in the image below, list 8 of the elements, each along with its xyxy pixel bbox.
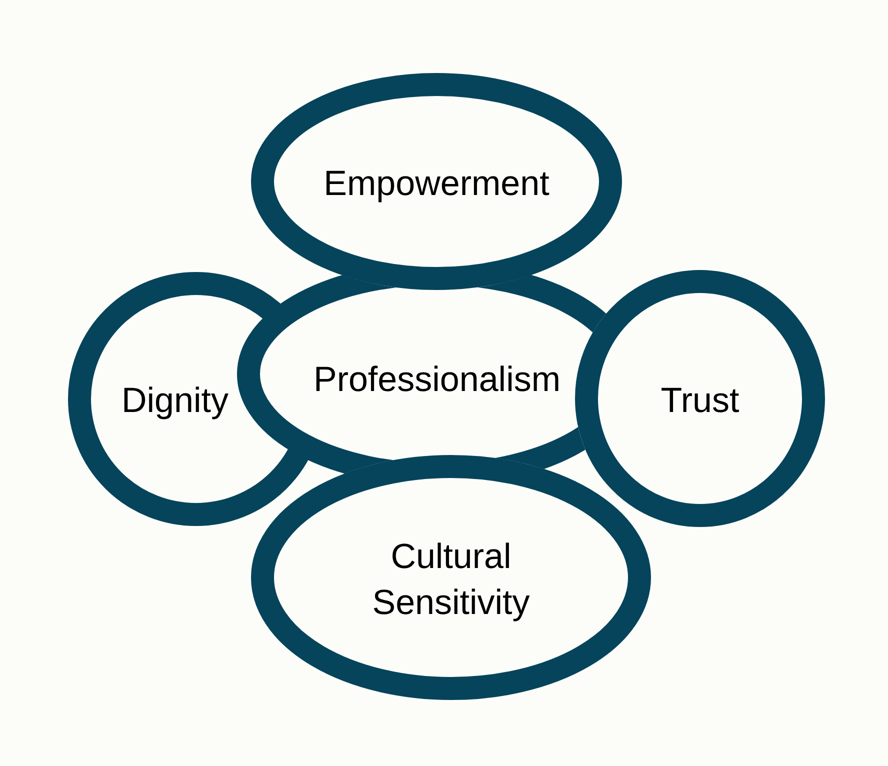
concept-ellipse <box>251 455 651 700</box>
concept-label: Professionalism <box>313 359 561 401</box>
concept-label: Empowerment <box>324 162 550 204</box>
concept-label: Trust <box>660 380 740 422</box>
concept-label: Cultural Sensitivity <box>371 536 531 624</box>
concept-ellipse <box>575 270 825 527</box>
concept-label: Dignity <box>122 380 228 422</box>
concept-ellipse <box>251 73 622 290</box>
